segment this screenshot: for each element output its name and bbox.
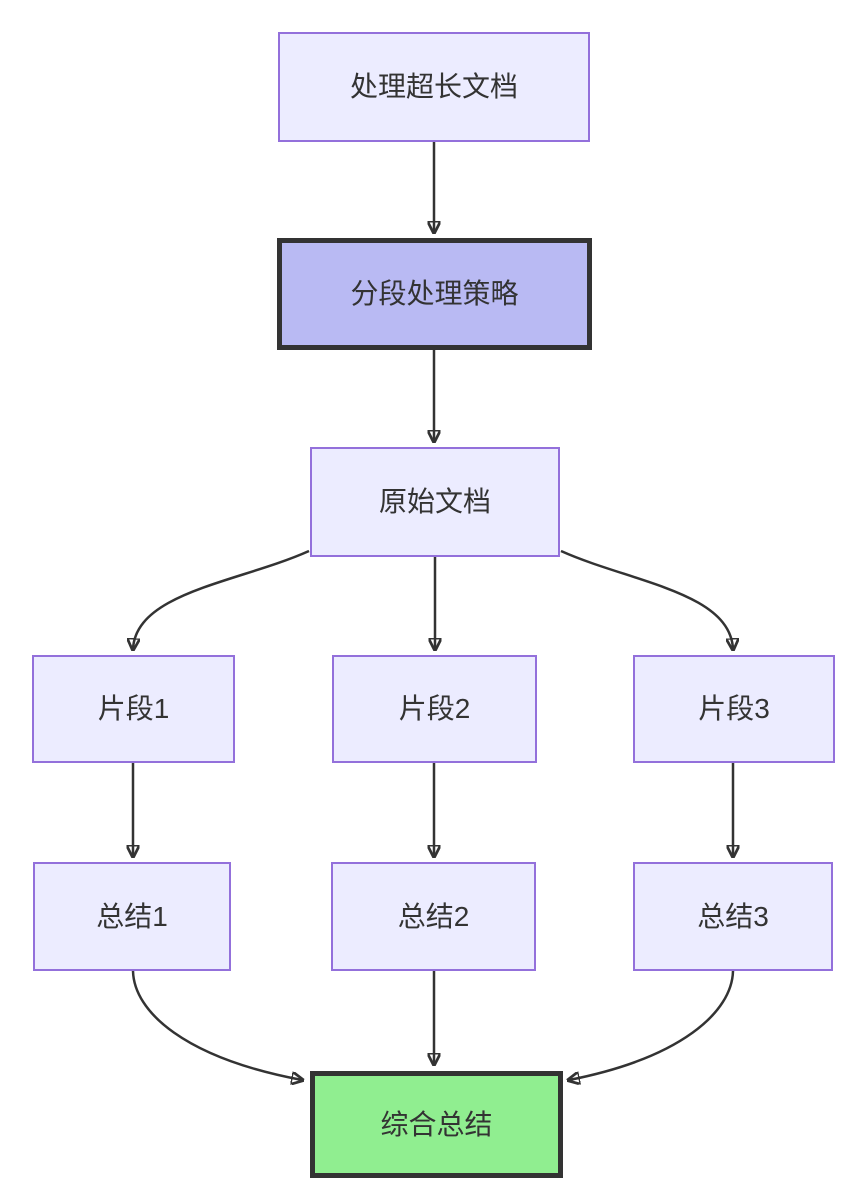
node-segmentation-strategy: 分段处理策略 (277, 238, 592, 350)
node-label: 综合总结 (380, 1108, 493, 1140)
node-summary-1: 总结1 (33, 862, 231, 971)
node-fragment-3: 片段3 (633, 655, 835, 763)
node-summary-3: 总结3 (633, 862, 833, 971)
node-original-document: 原始文档 (310, 447, 560, 557)
node-summary-2: 总结2 (331, 862, 536, 971)
node-fragment-1: 片段1 (32, 655, 235, 763)
node-label: 分段处理策略 (350, 278, 519, 310)
node-label: 片段3 (698, 693, 770, 725)
node-label: 片段2 (398, 693, 471, 725)
node-label: 片段1 (97, 693, 170, 725)
node-process-long-document: 处理超长文档 (278, 32, 590, 142)
edge-c-d3 (560, 549, 733, 649)
node-label: 处理超长文档 (349, 71, 518, 103)
node-label: 总结1 (96, 900, 168, 932)
node-fragment-2: 片段2 (332, 655, 537, 763)
edge-e1-f (131, 970, 302, 1080)
node-label: 总结2 (397, 900, 470, 932)
node-label: 原始文档 (378, 486, 491, 518)
edge-c-d1 (133, 549, 310, 649)
node-final-summary: 综合总结 (310, 1071, 563, 1178)
node-label: 总结3 (697, 900, 769, 932)
edge-e3-f (569, 970, 735, 1080)
